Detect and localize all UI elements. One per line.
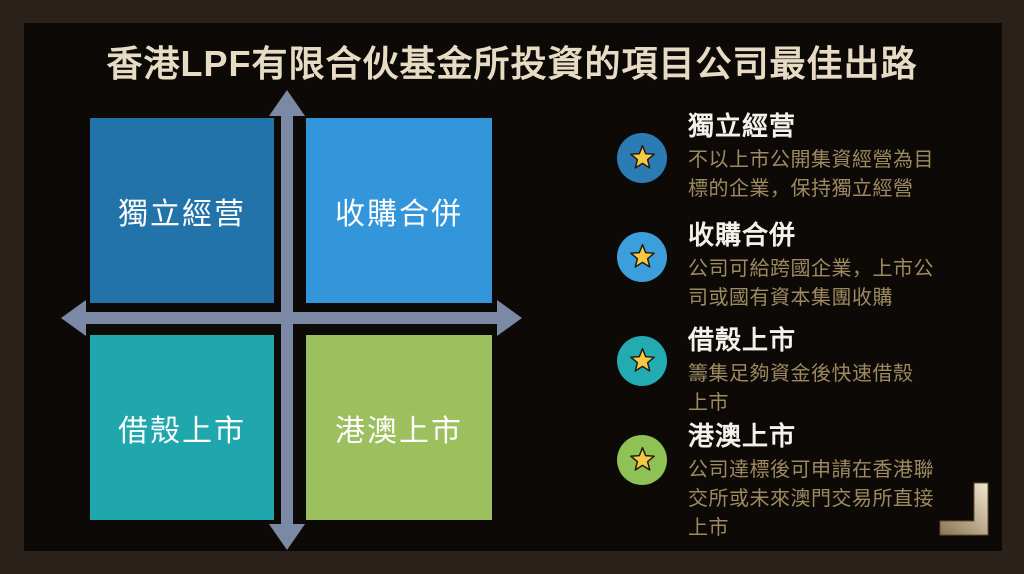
quadrant-label: 收購合併 <box>335 197 463 231</box>
legend-bullet <box>617 435 667 485</box>
quadrant-bottom-left: 借殼上市 <box>90 335 274 520</box>
legend-item-independent-operation: 獨立經营 不以上市公開集資經營為目標的企業，保持獨立經營 <box>617 110 957 204</box>
legend-item-description: 籌集足夠資金後快速借殼上市 <box>688 363 914 414</box>
corner-bracket-decoration <box>939 482 989 536</box>
arrow-down-icon <box>269 524 305 550</box>
horizontal-axis-arrow <box>84 312 500 324</box>
legend-item-title: 收購合併 <box>688 220 797 250</box>
legend-bullet <box>617 133 667 183</box>
legend-item-description: 公司可給跨國企業，上市公司或國有資本集團收購 <box>688 258 934 309</box>
legend-bullet <box>617 232 667 282</box>
legend-item-hk-macau-listing: 港澳上市 公司達標後可申請在香港聯交所或未來澳門交易所直接上市 <box>617 420 957 543</box>
legend-item-title: 獨立經营 <box>688 111 797 141</box>
legend-item-description: 不以上市公開集資經營為目標的企業，保持獨立經營 <box>688 149 934 200</box>
arrow-left-icon <box>61 300 86 336</box>
arrow-up-icon <box>269 90 305 116</box>
legend-item-description: 公司達標後可申請在香港聯交所或未來澳門交易所直接上市 <box>688 459 934 539</box>
quadrant-top-right: 收購合併 <box>306 118 492 303</box>
quadrant-top-left: 獨立經营 <box>90 118 274 303</box>
star-icon <box>629 243 655 268</box>
star-icon <box>629 144 655 169</box>
legend-item-merger-acquisition: 收購合併 公司可給跨國企業，上市公司或國有資本集團收購 <box>617 219 957 313</box>
arrow-right-icon <box>497 300 522 336</box>
quadrant-label: 港澳上市 <box>335 414 463 448</box>
star-icon <box>629 347 655 372</box>
quadrant-bottom-right: 港澳上市 <box>306 335 492 520</box>
legend-item-title: 港澳上市 <box>688 421 797 451</box>
star-icon <box>629 446 655 471</box>
quadrant-label: 獨立經营 <box>118 197 246 231</box>
legend-item-backdoor-listing: 借殼上市 籌集足夠資金後快速借殼上市 <box>617 324 957 418</box>
legend-item-title: 借殼上市 <box>688 325 797 355</box>
legend-bullet <box>617 336 667 386</box>
quadrant-label: 借殼上市 <box>118 414 246 448</box>
page-title: 香港LPF有限合伙基金所投資的項目公司最佳出路 <box>106 43 918 84</box>
